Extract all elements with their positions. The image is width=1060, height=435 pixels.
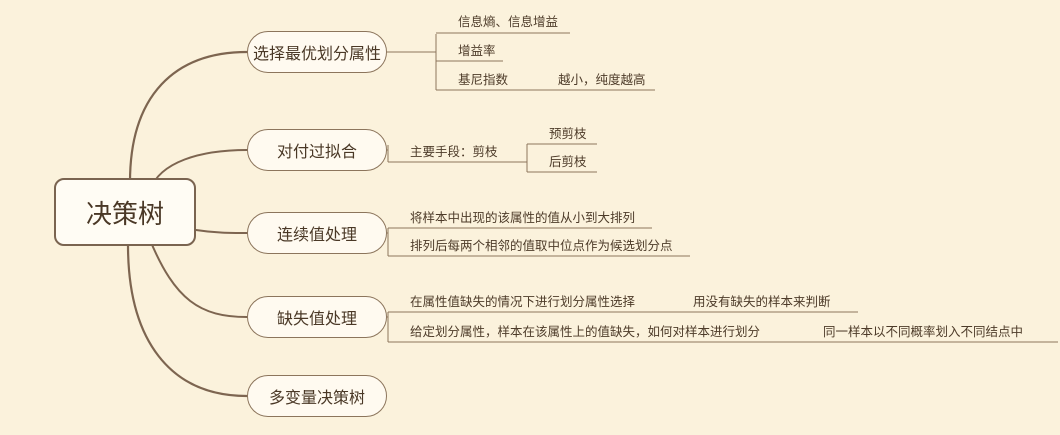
branch-node-continuous[interactable]: 连续值处理	[247, 212, 387, 254]
connector-root-b4	[126, 243, 249, 398]
branch-node-multivariate[interactable]: 多变量决策树	[247, 375, 387, 417]
leaf-midpoints-candidates[interactable]: 排列后每两个相邻的值取中位点作为候选划分点	[410, 238, 673, 253]
connector-root-b2	[195, 229, 248, 234]
connector-root-b3	[149, 239, 248, 318]
root-node-decision-tree[interactable]: 决策树	[54, 178, 196, 246]
leaf-gini-smaller-purer[interactable]: 越小，纯度越高	[558, 72, 646, 87]
leaf-info-entropy[interactable]: 信息熵、信息增益	[458, 14, 559, 29]
leaf-how-to-split-missing[interactable]: 给定划分属性，样本在该属性上的值缺失，如何对样本进行划分	[410, 324, 761, 339]
leaf-gain-ratio[interactable]: 增益率	[458, 43, 496, 58]
leaf-post-pruning[interactable]: 后剪枝	[549, 154, 587, 169]
branch-node-overfitting[interactable]: 对付过拟合	[247, 129, 387, 171]
leaf-gini-index[interactable]: 基尼指数	[458, 72, 509, 87]
connector-root-b0	[128, 50, 249, 184]
branch-node-missing[interactable]: 缺失值处理	[247, 296, 387, 338]
branch-node-best-split[interactable]: 选择最优划分属性	[247, 31, 387, 73]
leaf-pre-pruning[interactable]: 预剪枝	[549, 126, 587, 141]
leaf-different-probabilities[interactable]: 同一样本以不同概率划入不同结点中	[823, 324, 1024, 339]
leaf-sort-values[interactable]: 将样本中出现的该属性的值从小到大排列	[410, 210, 636, 225]
leaf-split-selection-missing[interactable]: 在属性值缺失的情况下进行划分属性选择	[410, 294, 636, 309]
leaf-main-method-pruning[interactable]: 主要手段：剪枝	[410, 144, 498, 159]
leaf-use-non-missing-samples[interactable]: 用没有缺失的样本来判断	[693, 294, 831, 309]
